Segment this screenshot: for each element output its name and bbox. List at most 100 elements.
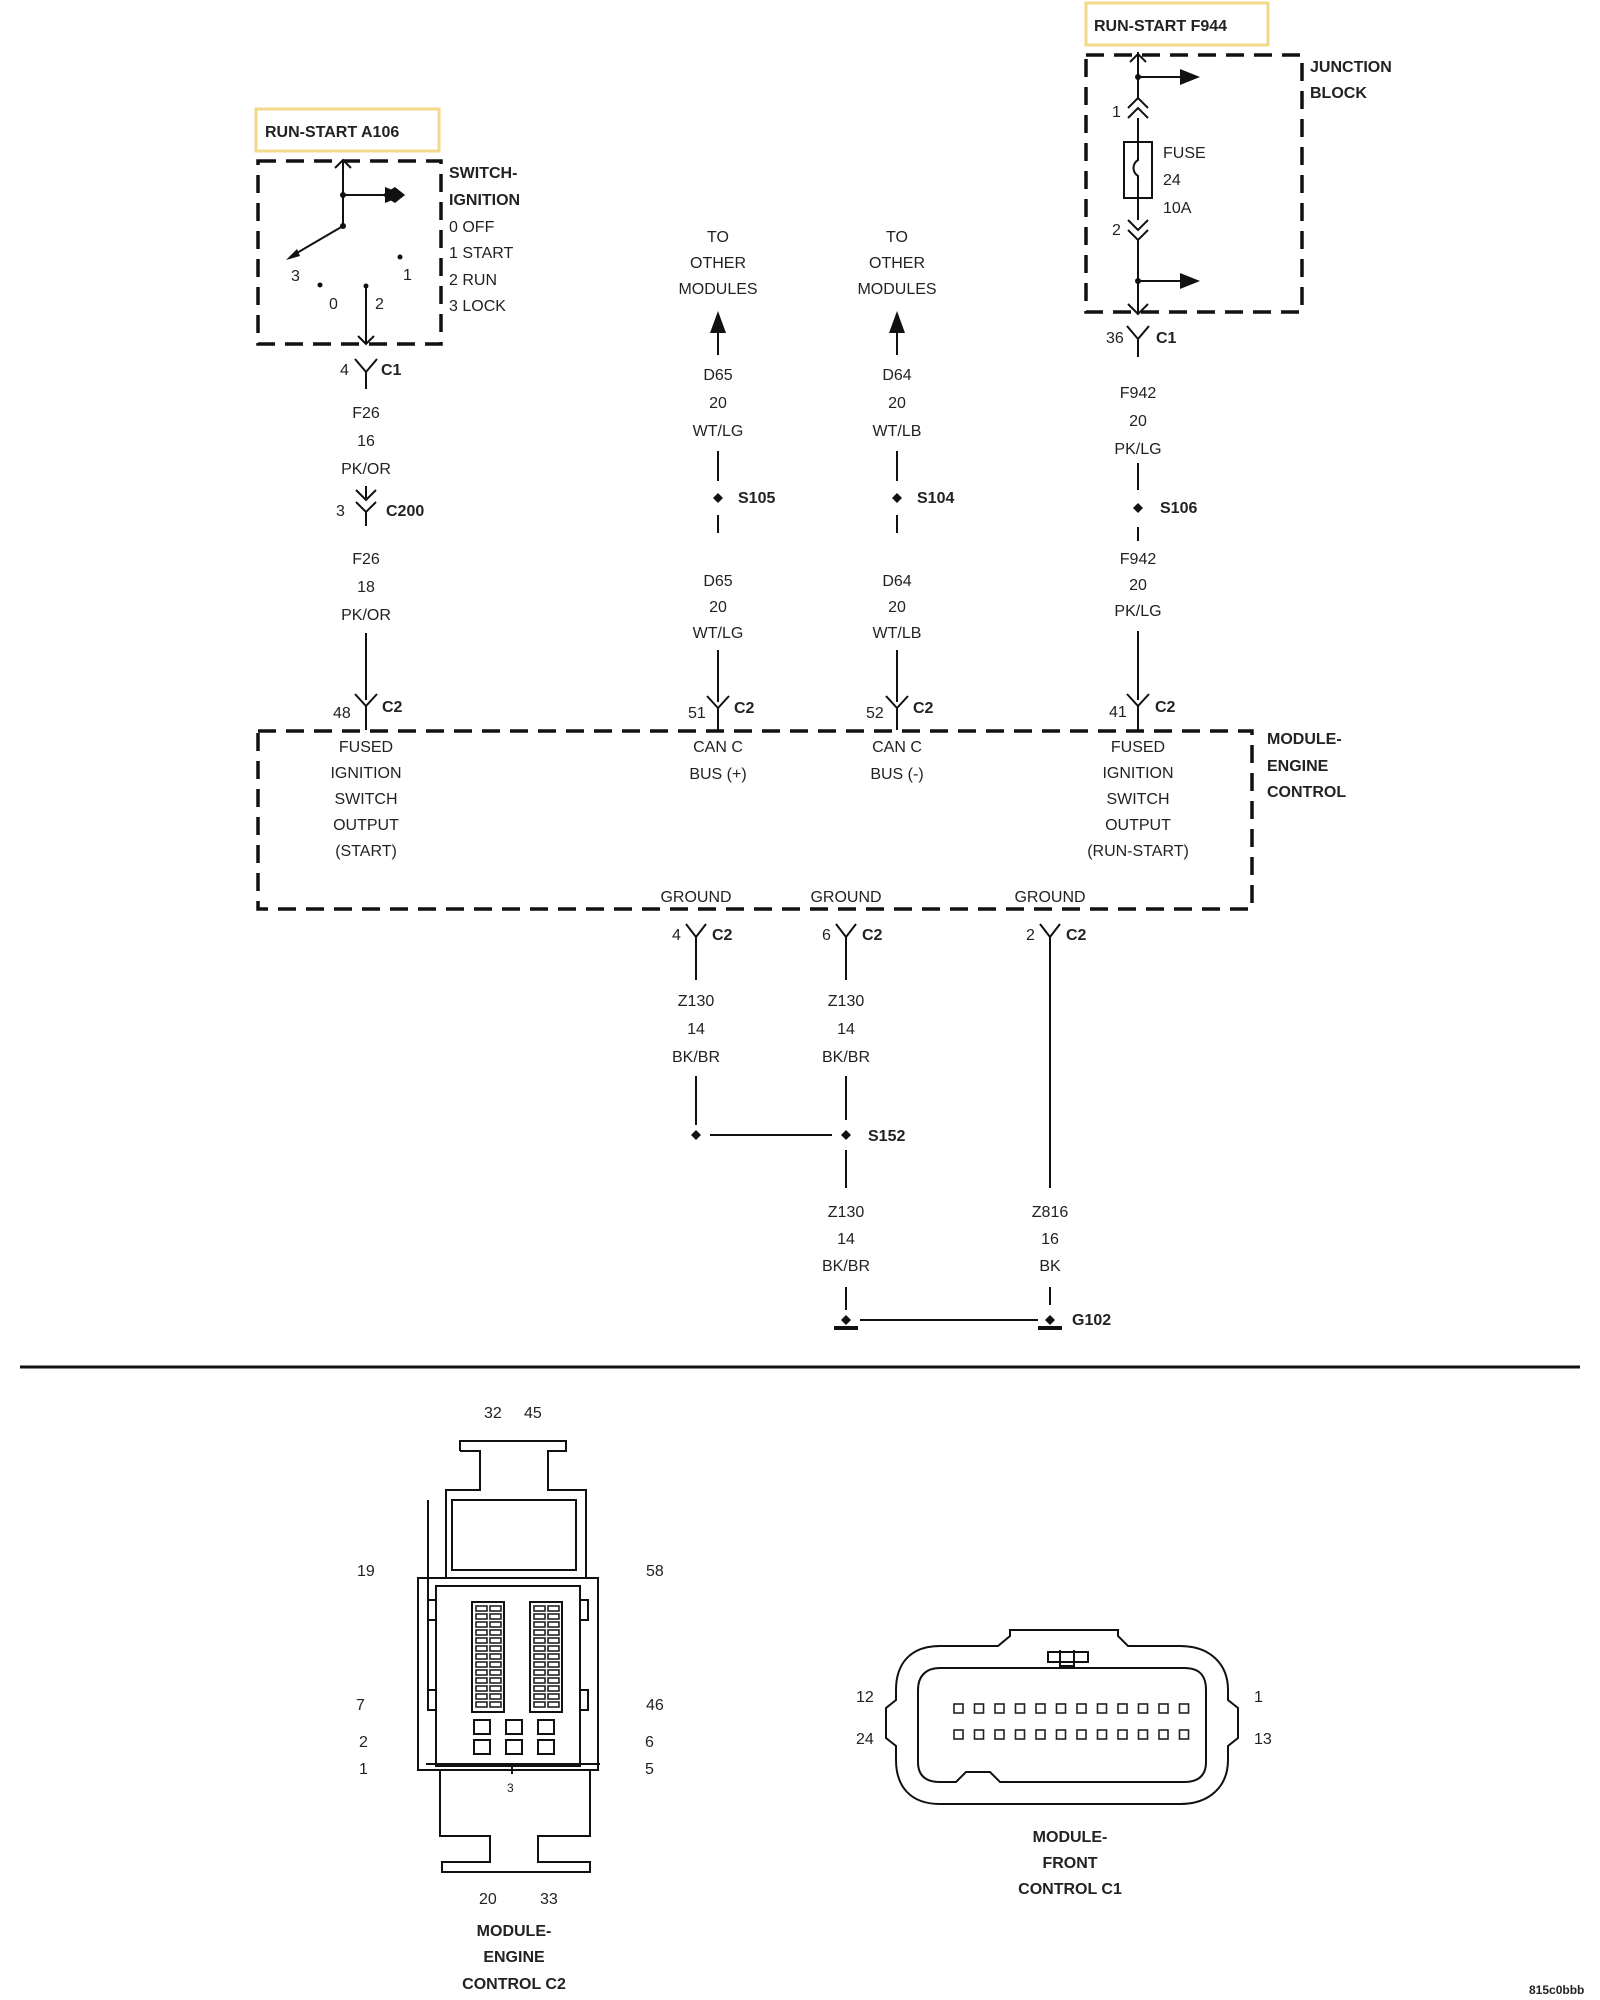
ecm-c2-pin-32: 32	[484, 1405, 502, 1422]
ecm-c2-pin-cavity	[489, 1669, 502, 1676]
f942-upper-gauge: 20	[1129, 413, 1147, 430]
f942-upper-circuit: F942	[1120, 385, 1157, 402]
fcm-c1-pin-cavity	[1076, 1703, 1087, 1714]
fcm-c1-pin-cavity	[953, 1703, 964, 1714]
ecm-c2-pin-cavity	[547, 1613, 560, 1620]
fcm-c1-pin-cavity	[973, 1703, 985, 1714]
fcm-c1-pin-12: 12	[856, 1689, 874, 1706]
splice-s106: S106	[1160, 500, 1197, 517]
f942-upper-color: PK/LG	[1114, 441, 1161, 458]
ecm-title-3: CONTROL	[1267, 784, 1346, 801]
f26-upper-gauge: 16	[357, 433, 375, 450]
ecm-c2-pin-2: 2	[359, 1734, 368, 1751]
d64-to-label: TO	[886, 229, 908, 246]
fn-can-plus-line-1: CAN C	[693, 739, 743, 756]
fuse-pin-2: 2	[1112, 222, 1121, 239]
fcm-c1-pin-cavity	[1035, 1703, 1046, 1714]
z130-c-circuit: Z130	[828, 1204, 865, 1221]
fuse-pin-1: 1	[1112, 104, 1121, 121]
fcm-c1-pin-cavity	[1014, 1703, 1026, 1714]
switch-position-1: 1	[403, 267, 412, 284]
fcm-c1-pin-cavity	[1117, 1729, 1128, 1740]
ecm-c2-pin-cavity	[489, 1685, 502, 1692]
fcm-c1-pin-cavity	[953, 1729, 964, 1740]
ecm-c2-pin-cavity	[533, 1677, 546, 1684]
c2-pin-41: 41	[1109, 704, 1127, 721]
c2-pin-51-connector: C2	[734, 700, 755, 717]
d65-wire-path	[706, 311, 730, 730]
ecm-c2-pin-20: 20	[479, 1891, 497, 1908]
c1-pin-4: 4	[340, 362, 349, 379]
ecm-c2-pin-cavity	[475, 1693, 488, 1700]
ignition-switch-title-2: IGNITION	[449, 192, 520, 209]
ecm-c2-title-2: ENGINE	[483, 1949, 545, 1966]
ecm-c2-pin-cavity	[533, 1645, 546, 1652]
fn-start-line-2: IGNITION	[330, 765, 401, 782]
ecm-c2-pin-cavity	[475, 1677, 488, 1684]
fn-run-start-line-5: (RUN-START)	[1087, 843, 1189, 860]
fn-can-minus-line-1: CAN C	[872, 739, 922, 756]
ecm-c2-pin-cavity	[533, 1613, 546, 1620]
d65-lower-circuit: D65	[703, 573, 732, 590]
fcm-c1-pin-cavity	[973, 1729, 985, 1740]
f942-lower-gauge: 20	[1129, 577, 1147, 594]
ecm-c2-pin-cavity	[475, 1605, 488, 1612]
f26-upper-color: PK/OR	[341, 461, 391, 478]
switch-legend-off: 0 OFF	[449, 219, 495, 236]
ecm-c2-pin-7: 7	[356, 1697, 365, 1714]
ignition-switch-boundary	[256, 159, 443, 346]
fcm-c1-pin-cavity	[994, 1729, 1005, 1740]
c2-pin-51: 51	[688, 705, 706, 722]
fcm-c1-pin-cavity	[1178, 1729, 1190, 1740]
fcm-c1-title-1: MODULE-	[1033, 1829, 1108, 1846]
ecm-c2-pin-cavity	[489, 1701, 502, 1708]
ecm-c2-pin-cavity	[489, 1645, 502, 1652]
d64-upper-color: WT/LB	[873, 423, 922, 440]
ecm-c2-pin-19: 19	[357, 1563, 375, 1580]
switch-position-0: 0	[329, 296, 338, 313]
ground-pin-2-connector: C2	[1066, 927, 1087, 944]
ecm-c2-pin-cavity	[489, 1661, 502, 1668]
fn-run-start-line-4: OUTPUT	[1105, 817, 1171, 834]
z130-a-circuit: Z130	[678, 993, 715, 1010]
z130-b-color: BK/BR	[822, 1049, 870, 1066]
ecm-c2-pin-cavity	[533, 1637, 546, 1644]
z130-b-gauge: 14	[837, 1021, 855, 1038]
ecm-c2-pin-1: 1	[359, 1761, 368, 1778]
d64-upper-gauge: 20	[888, 395, 906, 412]
fn-run-start-line-3: SWITCH	[1106, 791, 1169, 808]
f26-upper-circuit: F26	[352, 405, 380, 422]
d65-other-label: OTHER	[690, 255, 746, 272]
z130-b-circuit: Z130	[828, 993, 865, 1010]
ecm-c2-pin-cavity	[475, 1661, 488, 1668]
fn-start-line-1: FUSED	[339, 739, 393, 756]
run-start-a106-label: RUN-START A106	[265, 124, 399, 141]
ecm-c2-pin-cavity	[547, 1653, 560, 1660]
junction-block-internal-wiring	[1123, 52, 1200, 316]
ecm-title-2: ENGINE	[1267, 758, 1329, 775]
switch-position-3: 3	[291, 268, 300, 285]
fuse-label: FUSE	[1163, 145, 1206, 162]
fcm-c1-pin-cavity	[1137, 1703, 1149, 1714]
ecm-c2-pin-cavity	[489, 1613, 502, 1620]
c2-pin-48-connector: C2	[382, 699, 403, 716]
ground-g102: G102	[1072, 1312, 1111, 1329]
ecm-c2-pin-cavity	[475, 1613, 488, 1620]
ecm-title-1: MODULE-	[1267, 731, 1342, 748]
ecm-c2-pin-46: 46	[646, 1697, 664, 1714]
f26-lower-circuit: F26	[352, 551, 380, 568]
ecm-c2-pin-cavity	[489, 1605, 502, 1612]
switch-position-2: 2	[375, 296, 384, 313]
ecm-c2-pin-cavity	[475, 1637, 488, 1644]
fcm-c1-pin-1: 1	[1254, 1689, 1263, 1706]
fcm-c1-pin-cavity	[1055, 1729, 1067, 1740]
engine-control-module-boundary	[256, 729, 1254, 911]
ecm-c2-pin-6: 6	[645, 1734, 654, 1751]
ignition-switch-title-1: SWITCH-	[449, 165, 517, 182]
ecm-c2-pin-cavity	[489, 1629, 502, 1636]
z816-circuit: Z816	[1032, 1204, 1069, 1221]
d64-lower-circuit: D64	[882, 573, 911, 590]
d65-lower-color: WT/LG	[693, 625, 744, 642]
ecm-c2-pin-cavity	[533, 1653, 546, 1660]
ecm-c2-title-1: MODULE-	[477, 1923, 552, 1940]
